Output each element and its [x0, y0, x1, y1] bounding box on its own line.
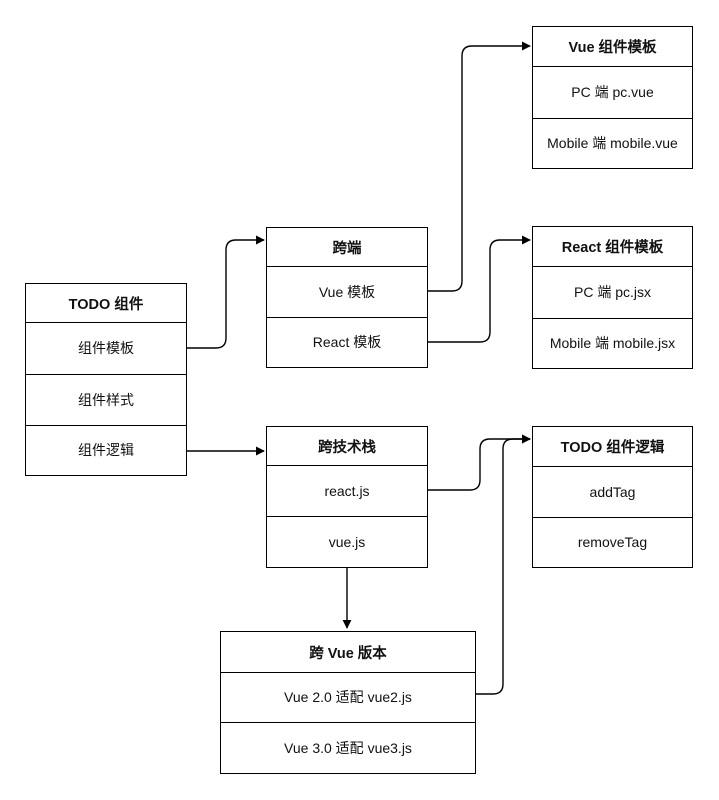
edge-vue-template-to-vue-component — [427, 41, 531, 292]
divider — [533, 517, 692, 518]
cross-vue-version-vue3-row: Vue 3.0 适配 vue3.js — [284, 739, 412, 756]
cross-vue-version-title: 跨 Vue 版本 — [309, 645, 387, 662]
react-mobile-row: Mobile 端 mobile.jsx — [549, 335, 676, 351]
vue-mobile-row: Mobile 端 mobile.vue — [547, 135, 678, 151]
todo-component-template-row: 组件模板 — [78, 340, 134, 356]
divider — [221, 722, 475, 723]
divider — [26, 374, 186, 375]
todo-logic-addtag-row: addTag — [589, 483, 636, 500]
vue-component-template-title: Vue 组件模板 — [568, 40, 657, 56]
todo-logic-removetag-row: removeTag — [577, 534, 648, 550]
react-component-template-title: React 组件模板 — [561, 240, 664, 256]
divider — [533, 118, 692, 119]
cross-platform-react-row: React 模板 — [312, 334, 382, 350]
cross-stack-title: 跨技术栈 — [318, 439, 376, 456]
react-component-template-box: React 组件模板 PC 端 pc.jsx Mobile 端 mobile.j… — [532, 226, 693, 369]
divider — [26, 322, 186, 323]
vue-component-template-box: Vue 组件模板 PC 端 pc.vue Mobile 端 mobile.vue — [532, 26, 693, 169]
cross-stack-vue-row: vue.js — [328, 533, 366, 550]
divider — [267, 465, 427, 466]
edge-vue2-to-todo-logic — [475, 434, 531, 695]
divider — [533, 318, 692, 319]
react-pc-row: PC 端 pc.jsx — [573, 284, 651, 300]
divider — [26, 425, 186, 426]
edge-template-to-cross-platform — [186, 235, 265, 349]
edge-react-js-to-todo-logic — [427, 434, 531, 491]
todo-component-title: TODO 组件 — [68, 296, 144, 313]
todo-logic-box: TODO 组件逻辑 addTag removeTag — [532, 426, 693, 568]
divider — [533, 466, 692, 467]
cross-stack-box: 跨技术栈 react.js vue.js — [266, 426, 428, 568]
edge-react-template-to-react-component — [427, 235, 531, 343]
cross-platform-vue-row: Vue 模板 — [318, 283, 376, 300]
cross-vue-version-box: 跨 Vue 版本 Vue 2.0 适配 vue2.js Vue 3.0 适配 v… — [220, 631, 476, 774]
divider — [267, 266, 427, 267]
cross-platform-title: 跨端 — [332, 240, 362, 257]
divider — [533, 266, 692, 267]
todo-logic-title: TODO 组件逻辑 — [560, 440, 665, 456]
vue-pc-row: PC 端 pc.vue — [571, 84, 654, 100]
divider — [221, 672, 475, 673]
todo-component-style-row: 组件样式 — [78, 391, 134, 408]
divider — [267, 516, 427, 517]
todo-component-logic-row: 组件逻辑 — [78, 442, 134, 458]
cross-platform-box: 跨端 Vue 模板 React 模板 — [266, 227, 428, 368]
divider — [267, 317, 427, 318]
todo-component-box: TODO 组件 组件模板 组件样式 组件逻辑 — [25, 283, 187, 476]
cross-vue-version-vue2-row: Vue 2.0 适配 vue2.js — [284, 689, 412, 705]
divider — [533, 66, 692, 67]
cross-stack-react-row: react.js — [324, 482, 370, 499]
